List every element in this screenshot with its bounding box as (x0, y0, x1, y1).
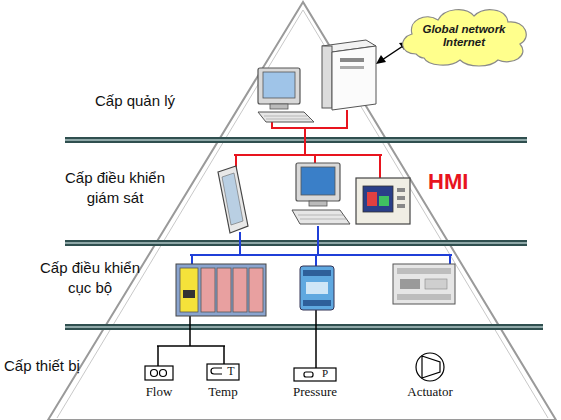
symbol-letter: T (224, 364, 238, 380)
actuator-label: Actuator (400, 384, 460, 401)
io-module (300, 266, 334, 310)
symbol-letter: P (318, 366, 332, 380)
tablet-hmi (218, 166, 248, 233)
management-pc (258, 68, 314, 122)
plc-rack (176, 264, 266, 316)
server-tower (322, 40, 376, 110)
operator-panel (356, 178, 410, 224)
network-cloud: Global network Internet (394, 4, 534, 68)
sensor-label: Pressure (283, 384, 347, 401)
level-separators (65, 137, 543, 330)
level-label: Cấp quản lý (80, 91, 190, 111)
compact-plc (393, 264, 455, 304)
hmi-label: HMI (428, 168, 488, 197)
actuator-symbol (416, 353, 444, 381)
level-label: Cấp thiết bị (4, 356, 114, 376)
pyramid-outline (48, 2, 556, 420)
level-label: Cấp điều khiển giám sát (52, 168, 178, 207)
temp-sensor-symbol (207, 364, 239, 380)
flow-sensor-symbol (145, 366, 173, 380)
sensor-label: Temp (203, 384, 243, 401)
field-wires (157, 310, 316, 368)
sensor-label: Flow (139, 384, 179, 401)
cloud-text: Global network Internet (414, 23, 514, 49)
pyramid-edge (57, 10, 303, 418)
level-label: Cấp điều khiển cục bộ (38, 258, 142, 297)
pressure-sensor-symbol (294, 368, 336, 381)
cloud-outline (403, 10, 527, 66)
supervisory-pc (292, 163, 350, 224)
